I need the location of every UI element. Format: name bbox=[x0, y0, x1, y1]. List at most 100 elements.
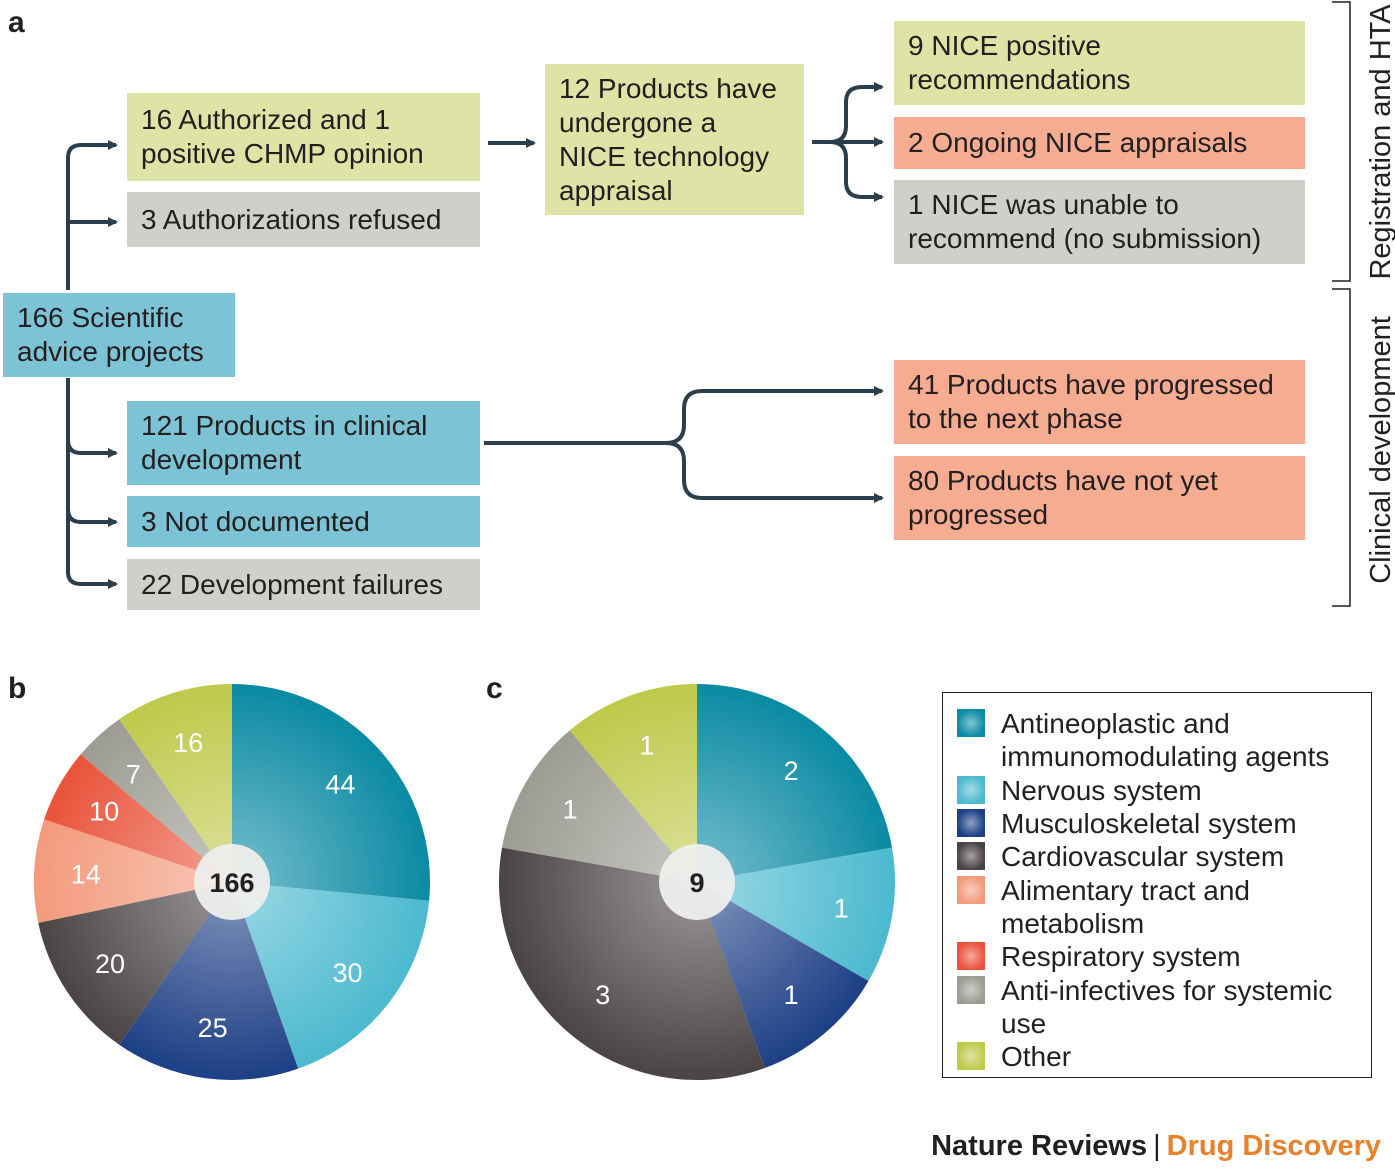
legend-item-alimentary-tract-and-metabolism: Alimentary tract and metabolism bbox=[957, 874, 1371, 940]
pie-slice-nervous-system bbox=[232, 882, 430, 1069]
legend-swatch bbox=[957, 942, 985, 970]
pie-value-label: 7 bbox=[126, 760, 141, 790]
legend-item-anti-infectives-for-systemic-use: Anti-infectives for systemic use bbox=[957, 974, 1371, 1040]
legend-swatch bbox=[957, 776, 985, 804]
legend-swatch bbox=[957, 709, 985, 737]
pie-value-label: 2 bbox=[784, 756, 799, 786]
pie-slice-other bbox=[569, 684, 697, 882]
bracket-clinical bbox=[1332, 288, 1351, 607]
arrow-to-not-progressed bbox=[665, 441, 884, 503]
pie-chart-b: 44 30 25 20 14 107 16 166 bbox=[33, 684, 430, 1080]
pie-center-total: 9 bbox=[689, 868, 704, 898]
nice-positive-box: 9 NICE positive recommendations bbox=[894, 21, 1305, 105]
not-documented-label: 3 Not documented bbox=[141, 505, 370, 537]
pie-slice-anti-infectives-for-systemic-use bbox=[502, 730, 697, 882]
pie-chart-c: 2 1 1 3 1 1 9 bbox=[499, 684, 895, 1080]
pie-center-disk bbox=[659, 844, 735, 920]
legend-label: Musculoskeletal system bbox=[1001, 808, 1297, 839]
pie-value-label: 3 bbox=[595, 980, 610, 1010]
pie-slice-antineoplastic-and-immunomodulating-agents bbox=[697, 684, 892, 882]
nice-appraisal-box: 12 Products have undergone a NICE techno… bbox=[545, 64, 804, 215]
legend-item-other: Other bbox=[957, 1040, 1371, 1073]
nice-positive-label: 9 NICE positive recommendations bbox=[908, 30, 1131, 95]
clinical-box: 121 Products in clinical development bbox=[127, 401, 480, 485]
legend-item-cardiovascular-system: Cardiovascular system bbox=[957, 840, 1371, 873]
pie-center-total: 166 bbox=[209, 868, 254, 898]
not-documented-box: 3 Not documented bbox=[127, 496, 480, 547]
journal-name: Nature Reviews bbox=[931, 1130, 1148, 1162]
legend-swatch bbox=[957, 976, 985, 1004]
pie-center-disk bbox=[194, 844, 270, 920]
panel-label-b: b bbox=[8, 672, 27, 705]
legend-label: Alimentary tract and metabolism bbox=[1001, 875, 1250, 939]
legend-swatch bbox=[957, 876, 985, 904]
legend-item-nervous-system: Nervous system bbox=[957, 774, 1371, 807]
legend-swatch bbox=[957, 1042, 985, 1070]
legend-swatch bbox=[957, 809, 985, 837]
legend-label: Nervous system bbox=[1001, 775, 1202, 806]
pie-value-label: 20 bbox=[95, 949, 125, 979]
credit-separator: | bbox=[1153, 1130, 1161, 1162]
pie-value-label: 16 bbox=[173, 728, 203, 758]
pie-slice-antineoplastic-and-immunomodulating-agents bbox=[232, 684, 430, 901]
legend-item-musculoskeletal-system: Musculoskeletal system bbox=[957, 807, 1371, 840]
not-progressed-box: 80 Products have not yet progressed bbox=[894, 456, 1305, 540]
legend-label: Anti-infectives for systemic use bbox=[1001, 975, 1333, 1039]
refused-label: 3 Authorizations refused bbox=[141, 203, 442, 235]
not-progressed-label: 80 Products have not yet progressed bbox=[908, 465, 1218, 530]
legend-item-respiratory-system: Respiratory system bbox=[957, 940, 1371, 973]
pie-value-label: 1 bbox=[639, 730, 654, 760]
root-box: 166 Scientific advice projects bbox=[3, 293, 235, 377]
refused-box: 3 Authorizations refused bbox=[127, 192, 480, 247]
pie-value-label: 25 bbox=[198, 1013, 228, 1043]
arrow-to-nice-unable bbox=[829, 140, 884, 202]
legend-label: Cardiovascular system bbox=[1001, 841, 1285, 872]
journal-credit: Nature Reviews|Drug Discovery bbox=[931, 1130, 1381, 1163]
panel-label-c: c bbox=[486, 672, 503, 705]
pie-slice-cardiovascular-system bbox=[38, 882, 232, 1045]
bracket-registration bbox=[1332, 1, 1351, 282]
pie-value-label: 14 bbox=[71, 860, 101, 890]
nice-appraisal-label: 12 Products have undergone a NICE techno… bbox=[559, 72, 777, 206]
pie-slice-other bbox=[119, 684, 232, 882]
nice-ongoing-box: 2 Ongoing NICE appraisals bbox=[894, 117, 1305, 169]
legend-item-antineoplastic-and-immunomodulating-agents: Antineoplastic and immunomodulating agen… bbox=[957, 707, 1371, 773]
nice-unable-box: 1 NICE was unable to recommend (no submi… bbox=[894, 180, 1305, 264]
arrow-to-clinical bbox=[66, 439, 118, 458]
pie-value-label: 44 bbox=[325, 769, 355, 799]
failures-box: 22 Development failures bbox=[127, 559, 480, 610]
pie-slice-nervous-system bbox=[697, 847, 895, 981]
nice-unable-label: 1 NICE was unable to recommend (no submi… bbox=[908, 189, 1262, 254]
pie-slice-respiratory-system bbox=[44, 754, 233, 882]
arrow-to-authorized bbox=[66, 140, 118, 290]
authorized-label: 16 Authorized and 1 positive CHMP opinio… bbox=[141, 104, 424, 169]
pie-slice-alimentary-tract-and-metabolism bbox=[33, 819, 232, 923]
pie-value-label: 10 bbox=[89, 796, 119, 826]
arrow-to-not-documented bbox=[66, 508, 118, 527]
nice-ongoing-label: 2 Ongoing NICE appraisals bbox=[908, 127, 1248, 158]
pie-slice-anti-infectives-for-systemic-use bbox=[80, 719, 233, 882]
flow-connectors bbox=[66, 1, 1351, 607]
failures-label: 22 Development failures bbox=[141, 568, 443, 600]
clinical-label: 121 Products in clinical development bbox=[141, 410, 428, 475]
pie-slice-musculoskeletal-system bbox=[697, 882, 869, 1069]
pie-value-label: 1 bbox=[834, 893, 849, 923]
panel-label-a: a bbox=[8, 6, 25, 39]
progressed-label: 41 Products have progressed to the next … bbox=[908, 369, 1274, 434]
pie-slice-musculoskeletal-system bbox=[119, 882, 299, 1080]
pie-value-label: 30 bbox=[333, 958, 363, 988]
legend-swatch bbox=[957, 842, 985, 870]
root-label: 166 Scientific advice projects bbox=[17, 302, 204, 367]
arrow-to-failures bbox=[66, 378, 118, 589]
side-label-registration: Registration and HTA bbox=[1365, 4, 1395, 280]
legend-label: Respiratory system bbox=[1001, 941, 1241, 972]
pie-value-label: 1 bbox=[784, 980, 799, 1010]
side-label-clinical: Clinical development bbox=[1365, 316, 1395, 584]
pie-value-label: 1 bbox=[563, 795, 578, 825]
legend-label: Antineoplastic and immunomodulating agen… bbox=[1001, 708, 1330, 772]
authorized-box: 16 Authorized and 1 positive CHMP opinio… bbox=[127, 93, 480, 181]
arrow-to-progressed bbox=[665, 386, 884, 445]
progressed-box: 41 Products have progressed to the next … bbox=[894, 360, 1305, 444]
legend: Antineoplastic and immunomodulating agen… bbox=[942, 692, 1372, 1078]
journal-subtitle: Drug Discovery bbox=[1166, 1130, 1381, 1162]
